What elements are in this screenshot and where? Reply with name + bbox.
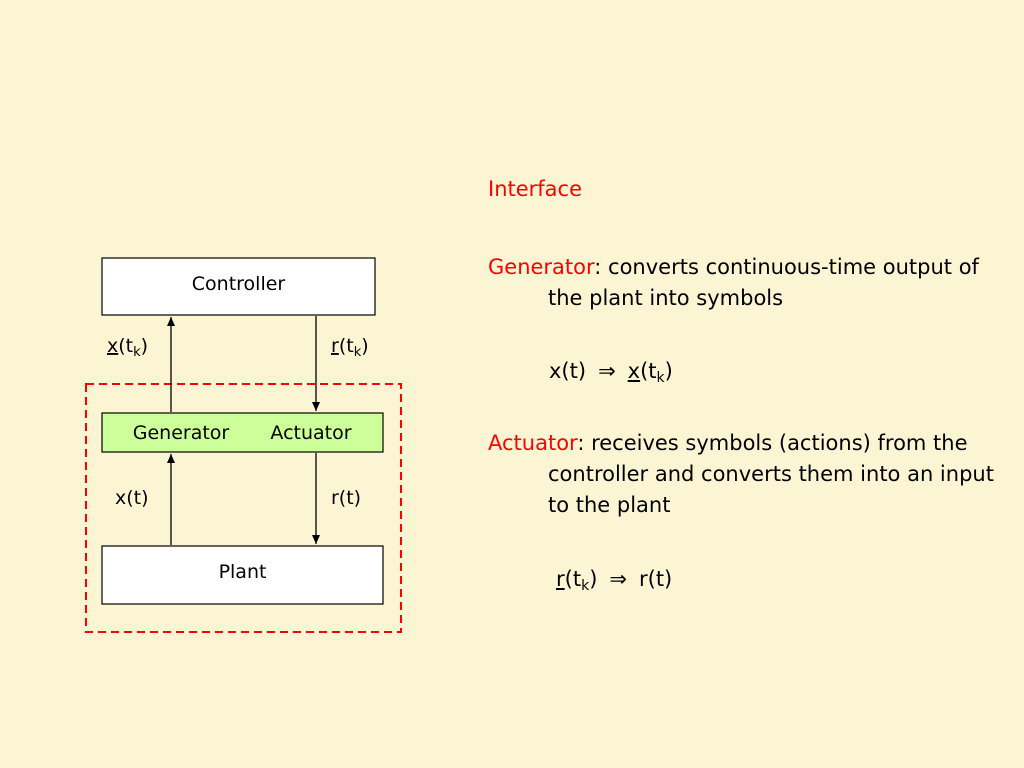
- signal-r-t: r(t): [331, 487, 361, 509]
- formula1-rhs-close: ): [664, 359, 673, 383]
- formula2-lhs-open: (t: [564, 567, 582, 591]
- formula1-rhs-open: (t: [640, 359, 657, 383]
- actuator-text: : receives symbols (actions) from the co…: [548, 431, 994, 517]
- controller-label: Controller: [192, 273, 286, 295]
- formula2-rhs: r(t): [639, 567, 673, 591]
- actuator-label: Actuator: [270, 422, 351, 444]
- formula2-lhs-sub: k: [581, 578, 590, 594]
- signal-r-tk: r(tk): [331, 335, 369, 360]
- panel-title: Interface: [488, 177, 583, 201]
- generator-formula: x(t) ⇒ x(tk): [549, 356, 673, 387]
- generator-label: Generator: [133, 422, 230, 444]
- interface-box: [101, 412, 384, 453]
- generator-text: : converts continuous-time output of the…: [548, 255, 979, 310]
- signal-x-tk: x(tk): [107, 335, 148, 360]
- formula1-rhs-main: x: [627, 359, 641, 383]
- signal-x-t: x(t): [115, 487, 149, 509]
- controller-box: [101, 257, 376, 316]
- actuator-formula: r(tk) ⇒ r(t): [556, 564, 672, 595]
- generator-term: Generator: [488, 255, 595, 279]
- plant-label: Plant: [219, 561, 267, 583]
- formula2-lhs-close: ): [589, 567, 598, 591]
- implies-icon: ⇒: [598, 359, 616, 383]
- actuator-definition: Actuator: receives symbols (actions) fro…: [488, 428, 1018, 521]
- interface-boundary: [85, 383, 402, 633]
- formula1-rhs-sub: k: [656, 370, 665, 386]
- plant-box: [101, 545, 384, 605]
- formula1-lhs: x(t): [549, 359, 587, 383]
- formula2-lhs-main: r: [556, 567, 565, 591]
- actuator-term: Actuator: [488, 431, 578, 455]
- generator-definition: Generator: converts continuous-time outp…: [488, 252, 1018, 314]
- implies-icon: ⇒: [609, 567, 627, 591]
